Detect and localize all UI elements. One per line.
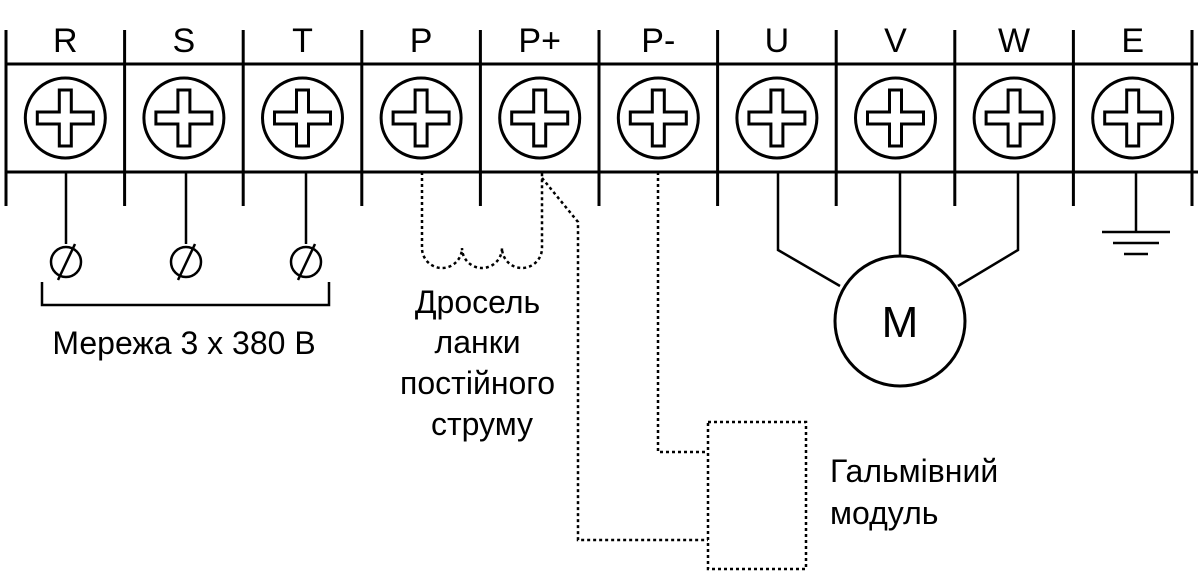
plus-screw-icon bbox=[498, 76, 582, 160]
screw-cross-slot bbox=[273, 88, 332, 148]
brake-module-box bbox=[706, 420, 808, 571]
brake-module-label-line-2: модуль bbox=[830, 495, 938, 531]
choke-label: Дросель ланки постійного струму bbox=[400, 284, 564, 442]
choke-label-line-3: постійного bbox=[400, 365, 555, 401]
screw-head bbox=[379, 76, 463, 160]
wire-p-minus-to-brake bbox=[656, 172, 708, 454]
screw-cross-slot bbox=[391, 88, 451, 148]
screw-head bbox=[972, 76, 1056, 160]
network-bracket bbox=[40, 282, 331, 307]
choke-coil bbox=[420, 172, 544, 270]
screw-cross-slot bbox=[984, 88, 1044, 148]
motor-symbol bbox=[833, 254, 967, 388]
screw-head bbox=[854, 76, 937, 160]
terminal-label: P+ bbox=[518, 22, 561, 60]
plus-screw-icon bbox=[261, 76, 344, 160]
plus-screw-icon bbox=[1091, 76, 1175, 160]
slash-mark bbox=[296, 243, 317, 281]
terminal-label: S bbox=[173, 22, 196, 60]
plus-screw-icon bbox=[972, 76, 1056, 160]
slashed-circle-icon bbox=[169, 245, 203, 279]
terminal-label: T bbox=[292, 22, 313, 60]
choke-label-line-2: ланки bbox=[435, 324, 521, 360]
screw-head bbox=[498, 76, 582, 160]
terminal-block: R S T P P+ P- U V W E bbox=[4, 22, 1198, 206]
screw-cross-slot bbox=[154, 88, 214, 148]
terminal-labels: R S T P P+ P- U V W E bbox=[53, 22, 1144, 60]
screw-cross-slot bbox=[866, 88, 925, 148]
phase-terminal-t bbox=[289, 243, 323, 281]
terminal-label: V bbox=[884, 22, 907, 60]
terminal-label: P- bbox=[641, 22, 675, 60]
terminal-label: U bbox=[765, 22, 790, 60]
choke-label-line-4: струму bbox=[431, 406, 533, 442]
brake-module-wiring: Гальмівний модуль bbox=[541, 172, 998, 571]
wire-p-plus-to-brake bbox=[541, 177, 708, 542]
terminal-label: E bbox=[1121, 22, 1144, 60]
screw-head bbox=[23, 76, 107, 160]
motor-label: M bbox=[882, 298, 919, 347]
slashed-circle-icon bbox=[49, 245, 83, 279]
terminal-dividers bbox=[4, 30, 1194, 206]
wire-u bbox=[776, 172, 841, 288]
plus-screw-icon bbox=[854, 76, 937, 160]
plus-screw-icon bbox=[735, 76, 819, 160]
terminal-label: P bbox=[410, 22, 433, 60]
ground-icon bbox=[1102, 172, 1170, 256]
terminal-label: W bbox=[998, 22, 1030, 60]
phase-terminal-r bbox=[49, 243, 83, 281]
slash-mark bbox=[56, 243, 77, 281]
screw-cross-slot bbox=[628, 88, 688, 148]
mains-wiring: Мережа 3 х 380 В bbox=[40, 172, 331, 361]
dc-choke: Дросель ланки постійного струму bbox=[400, 172, 564, 442]
screw-cross-slot bbox=[35, 88, 95, 148]
plus-screw-icon bbox=[23, 76, 107, 160]
wire-w bbox=[957, 172, 1020, 288]
screw-head bbox=[735, 76, 819, 160]
plus-screw-icon bbox=[616, 76, 700, 160]
motor-wiring: M bbox=[776, 172, 1020, 388]
terminal-label: R bbox=[53, 22, 78, 60]
choke-label-line-1: Дросель bbox=[415, 284, 540, 320]
plus-screw-icon bbox=[142, 76, 226, 160]
screw-head bbox=[616, 76, 700, 160]
screw-head bbox=[261, 76, 344, 160]
screw-cross-slot bbox=[1103, 88, 1163, 148]
screw-cross-slot bbox=[747, 88, 807, 148]
phase-terminal-s bbox=[169, 243, 203, 281]
slashed-circle-icon bbox=[289, 245, 323, 279]
brake-module-label-line-1: Гальмівний bbox=[830, 453, 998, 489]
screw-head bbox=[142, 76, 226, 160]
network-label: Мережа 3 х 380 В bbox=[52, 325, 315, 361]
screw-head bbox=[1091, 76, 1175, 160]
plus-screw-icon bbox=[379, 76, 463, 160]
slash-mark bbox=[176, 243, 197, 281]
terminal-screws bbox=[23, 76, 1175, 160]
screw-cross-slot bbox=[510, 88, 570, 148]
